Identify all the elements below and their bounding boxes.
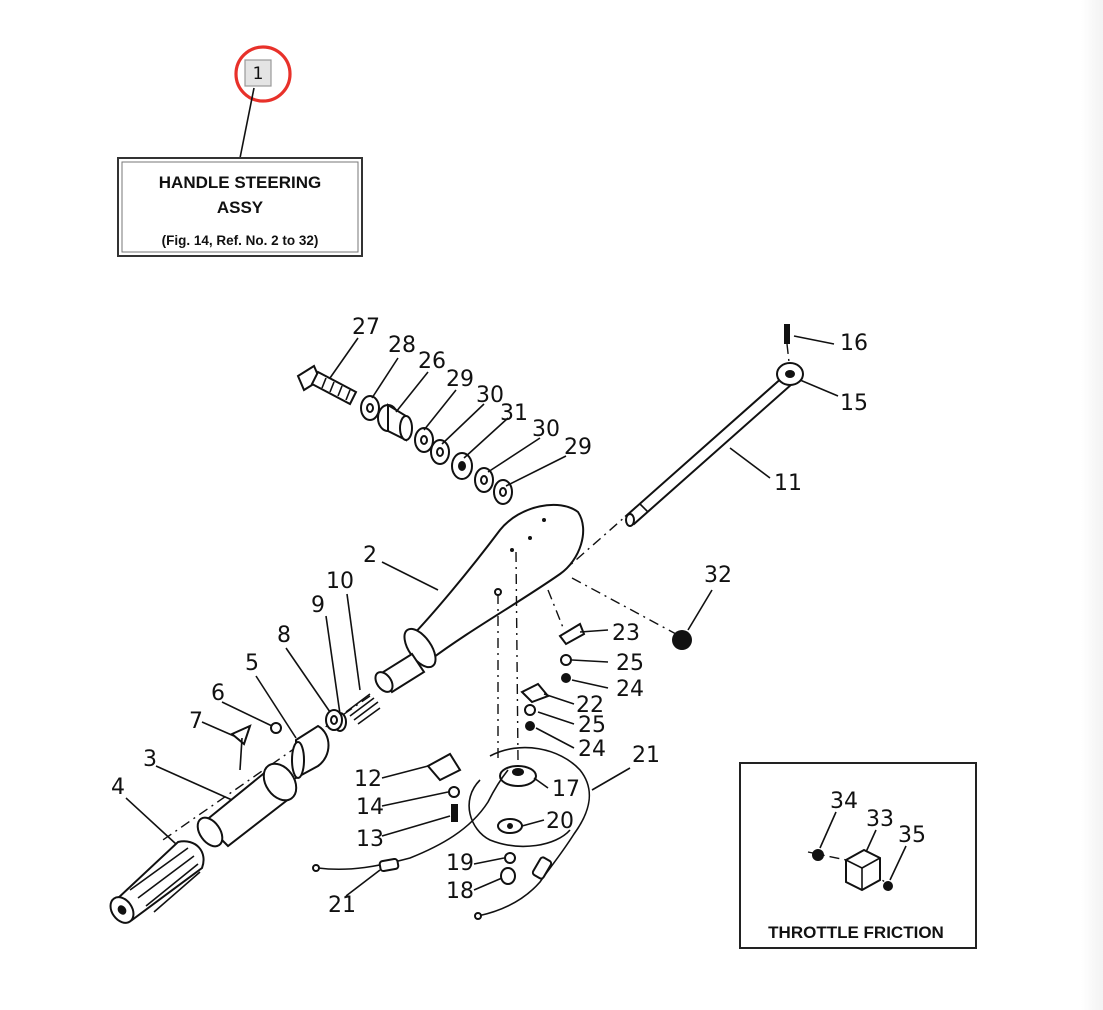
ref-34: 34 (830, 789, 858, 814)
washer-part-25a (560, 654, 572, 666)
ref-27: 27 (352, 315, 380, 340)
bracket-part-23 (547, 589, 586, 646)
ref-16: 16 (840, 331, 868, 356)
ref-21a: 21 (632, 743, 660, 768)
spring-part-10 (345, 693, 381, 725)
bushing-part-26 (377, 403, 413, 442)
ref-24b: 24 (578, 737, 606, 762)
ref-14: 14 (356, 795, 384, 820)
ref-31: 31 (500, 401, 528, 426)
cable-part-21 (312, 746, 591, 920)
axis-line-2 (515, 551, 519, 761)
ref-28: 28 (388, 333, 416, 358)
ref-30b: 30 (532, 417, 560, 442)
ref-25a: 25 (616, 651, 644, 676)
disc-part-20 (497, 818, 523, 834)
ref-7: 7 (189, 709, 203, 734)
callout-marker[interactable]: 1 (234, 45, 292, 103)
assembly-title-line1: HANDLE STEERING (159, 173, 321, 192)
ref-25b: 25 (578, 713, 606, 738)
leader-lines (125, 335, 839, 897)
throttle-shaft (559, 374, 794, 575)
block-part-33 (845, 848, 881, 892)
ring-part-8 (325, 709, 343, 731)
ref-23: 23 (612, 621, 640, 646)
screw-part-13 (451, 804, 458, 822)
pulley-part-17 (499, 765, 537, 787)
page-edge-shadow (1081, 0, 1103, 1010)
nut-part-15 (776, 362, 804, 386)
ref-18: 18 (446, 879, 474, 904)
pin-part-16 (784, 324, 790, 363)
nut-part-35 (883, 881, 893, 891)
part-reference-numbers: 27 28 26 29 30 31 30 29 16 15 11 2 32 23… (111, 315, 868, 918)
ref-32: 32 (704, 563, 732, 588)
washer-part-25b (524, 704, 536, 716)
screw-part-34 (812, 849, 824, 861)
pivot-bolt-stack (296, 364, 513, 505)
ref-12: 12 (354, 767, 382, 792)
inset-title: THROTTLE FRICTION (768, 923, 944, 942)
assembly-title-line2: ASSY (217, 198, 264, 217)
ball-part-6 (270, 722, 282, 734)
ref-33: 33 (866, 807, 894, 832)
ref-2: 2 (363, 543, 377, 568)
ref-24a: 24 (616, 677, 644, 702)
ref-21b: 21 (328, 893, 356, 918)
callout-number: 1 (253, 64, 264, 84)
ref-20: 20 (546, 809, 574, 834)
ref-3: 3 (143, 747, 157, 772)
throttle-friction-inset: 34 33 35 THROTTLE FRICTION (739, 762, 977, 949)
ref-22: 22 (576, 693, 604, 718)
callout-leader (239, 87, 255, 159)
ref-35: 35 (898, 823, 926, 848)
lever-part-12 (426, 752, 462, 782)
knob-part-32 (571, 577, 692, 650)
collar-part-5 (291, 724, 330, 780)
screw-part-24b (525, 721, 535, 731)
assembly-reference: (Fig. 14, Ref. No. 2 to 32) (162, 233, 319, 248)
plate-part-22 (520, 682, 550, 704)
ref-9: 9 (311, 593, 325, 618)
washer-part-19 (504, 852, 516, 864)
ref-4: 4 (111, 775, 125, 800)
ref-8: 8 (277, 623, 291, 648)
ref-15: 15 (840, 391, 868, 416)
throttle-grip-part-3 (196, 762, 298, 848)
ref-26: 26 (418, 349, 446, 374)
ref-17: 17 (552, 777, 580, 802)
ref-13: 13 (356, 827, 384, 852)
ref-5: 5 (245, 651, 259, 676)
ref-10: 10 (326, 569, 354, 594)
washer-part-14 (448, 786, 460, 798)
ref-19: 19 (446, 851, 474, 876)
bolt-part-27 (296, 364, 358, 406)
red-highlight-circle (234, 45, 292, 103)
callout-badge (244, 59, 272, 87)
ref-11: 11 (774, 471, 802, 496)
grip-cover-part-4 (109, 840, 205, 924)
ref-6: 6 (211, 681, 225, 706)
handle-body-part-2 (159, 503, 585, 843)
ref-30a: 30 (476, 383, 504, 408)
screw-part-7 (230, 724, 252, 771)
ref-29a: 29 (446, 367, 474, 392)
ref-29b: 29 (564, 435, 592, 460)
screw-part-24a (561, 673, 571, 683)
assembly-label-box: HANDLE STEERING ASSY (Fig. 14, Ref. No. … (117, 157, 363, 257)
nut-part-18 (500, 867, 516, 885)
